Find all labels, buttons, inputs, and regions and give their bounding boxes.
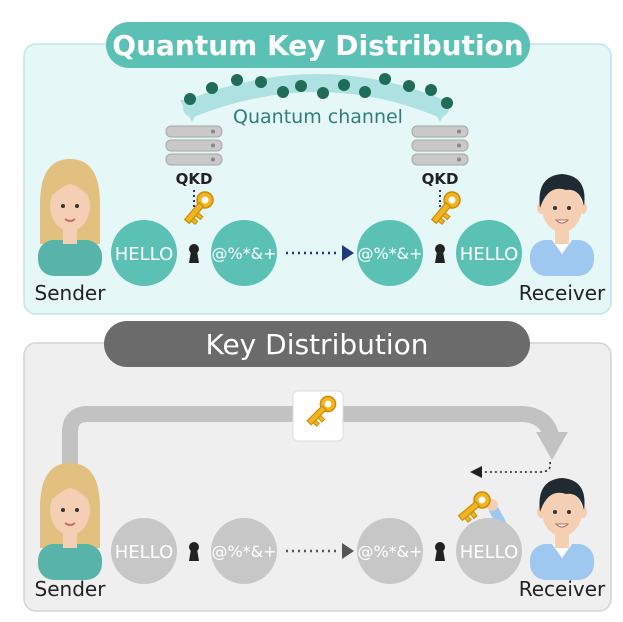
quantum-title-banner: [106, 22, 530, 68]
receiver-label-classical: Receiver: [519, 577, 606, 601]
sender-label-classical: Sender: [35, 577, 107, 601]
plaintext-bubble-receiver-quantum: [456, 220, 522, 286]
server-icon-right: [411, 125, 469, 166]
ciphertext-bubble-receiver-quantum: [357, 220, 423, 286]
sender-person-icon-classical: [37, 462, 103, 581]
ciphertext-sender-classical: @%*&+: [211, 542, 276, 561]
key-handoff-arrow: [470, 466, 482, 478]
photon-dots: [184, 73, 453, 109]
key-delivery-arrowhead: [536, 432, 568, 460]
ciphertext-receiver-classical: @%*&+: [357, 542, 422, 561]
ciphertext-bubble-receiver-classical: [357, 518, 423, 584]
plaintext-bubble-sender-quantum: [111, 220, 177, 286]
sender-person-icon-quantum: [37, 158, 103, 277]
plaintext-receiver-classical: HELLO: [460, 542, 519, 563]
transmission-arrow-classical: [342, 543, 354, 559]
plaintext-sender-classical: HELLO: [115, 542, 174, 563]
plaintext-receiver-quantum: HELLO: [460, 244, 519, 265]
quantum-title: Quantum Key Distribution: [112, 29, 523, 62]
quantum-channel-label: Quantum channel: [233, 106, 403, 128]
sender-label-quantum: Sender: [35, 281, 107, 305]
qkd-label-left: QKD: [176, 170, 213, 188]
classical-panel: [23, 342, 612, 612]
receiver-label-quantum: Receiver: [519, 281, 606, 305]
classical-title: Key Distribution: [205, 328, 428, 361]
plaintext-bubble-sender-classical: [111, 518, 177, 584]
transmission-arrow-quantum: [342, 245, 354, 261]
quantum-channel-arc: [183, 74, 449, 117]
ciphertext-bubble-sender-classical: [211, 518, 277, 584]
server-icon-left: [165, 125, 223, 166]
plaintext-sender-quantum: HELLO: [115, 244, 174, 265]
qkd-label-right: QKD: [422, 170, 459, 188]
classical-title-banner: [104, 321, 530, 367]
quantum-channel-arrow-left: [180, 100, 204, 122]
ciphertext-bubble-sender-quantum: [211, 220, 277, 286]
ciphertext-receiver-quantum: @%*&+: [357, 244, 422, 263]
plaintext-bubble-receiver-classical: [456, 518, 522, 584]
key-delivery-path: [62, 406, 560, 476]
ciphertext-sender-quantum: @%*&+: [211, 244, 276, 263]
key-handoff-line: [478, 461, 552, 473]
